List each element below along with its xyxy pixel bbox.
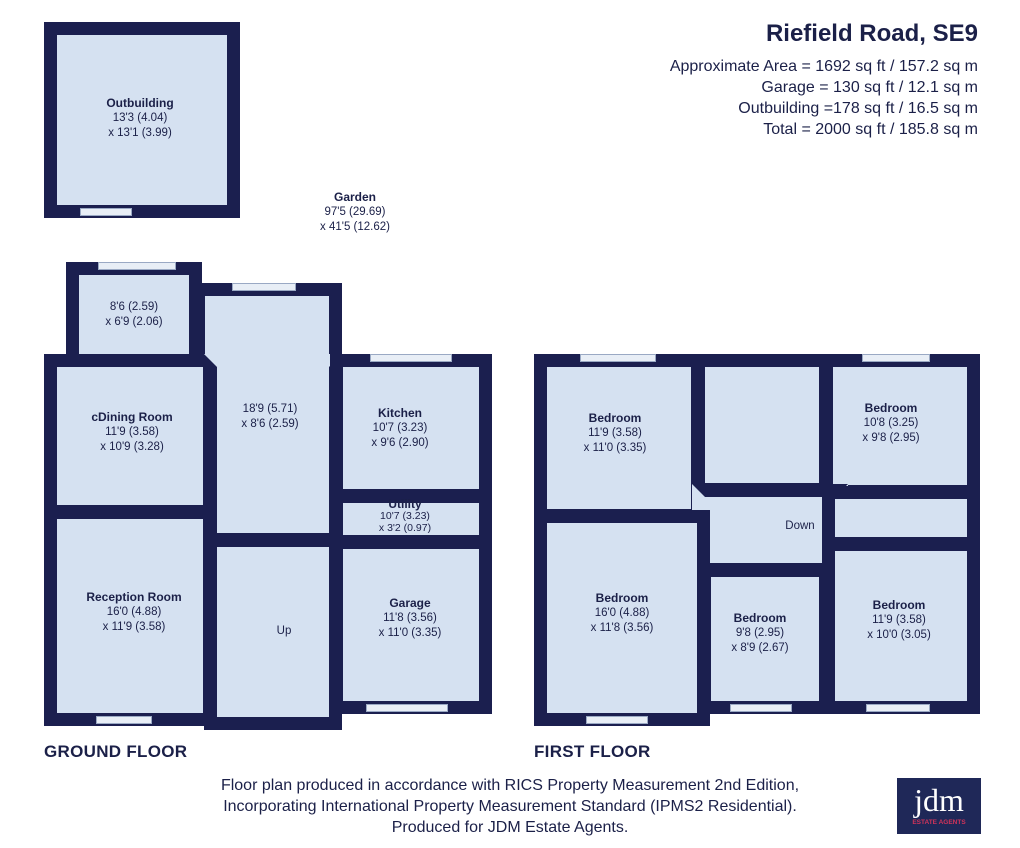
logo-text: jdm <box>914 782 964 818</box>
first-floor-label: FIRST FLOOR <box>534 742 651 761</box>
jdm-logo: jdm ESTATE AGENTS <box>897 778 981 834</box>
bedroom-3 <box>534 510 710 726</box>
stairs-up-label: Up <box>276 625 292 637</box>
area-outbuilding: Outbuilding =178 sq ft / 16.5 sq m <box>738 100 978 117</box>
conservatory-label: 8'6 (2.59)x 6'9 (2.06) <box>105 301 163 328</box>
window <box>866 704 930 712</box>
area-garage: Garage = 130 sq ft / 12.1 sq m <box>761 79 978 96</box>
reception-room <box>44 506 216 726</box>
window <box>96 716 152 724</box>
logo-subtext: ESTATE AGENTS <box>912 819 966 826</box>
garage-room <box>330 536 492 714</box>
footer-note: Floor plan produced in accordance with R… <box>0 775 1020 838</box>
area-approx: Approximate Area = 1692 sq ft / 157.2 sq… <box>669 58 978 75</box>
window <box>862 354 930 362</box>
footer-line: Incorporating International Property Mea… <box>223 798 797 815</box>
hall-lower <box>204 534 342 730</box>
window <box>366 704 448 712</box>
window <box>730 704 792 712</box>
ground-floor-label: GROUND FLOOR <box>44 742 188 761</box>
hall-label: 18'9 (5.71)x 8'6 (2.59) <box>241 403 299 430</box>
window <box>80 208 132 216</box>
outbuilding-room <box>44 22 240 218</box>
bathroom <box>692 354 832 496</box>
stairs-down-label: Down <box>785 520 815 532</box>
footer-line: Produced for JDM Estate Agents. <box>391 819 629 836</box>
window <box>580 354 656 362</box>
property-title: Riefield Road, SE9 <box>765 20 978 47</box>
window <box>98 262 176 270</box>
footer-line: Floor plan produced in accordance with R… <box>220 777 800 794</box>
area-total: Total = 2000 sq ft / 185.8 sq m <box>763 121 978 138</box>
window <box>370 354 452 362</box>
window <box>586 716 648 724</box>
hall-upper <box>204 354 342 546</box>
window <box>232 283 296 291</box>
bedroom-5 <box>822 538 980 714</box>
